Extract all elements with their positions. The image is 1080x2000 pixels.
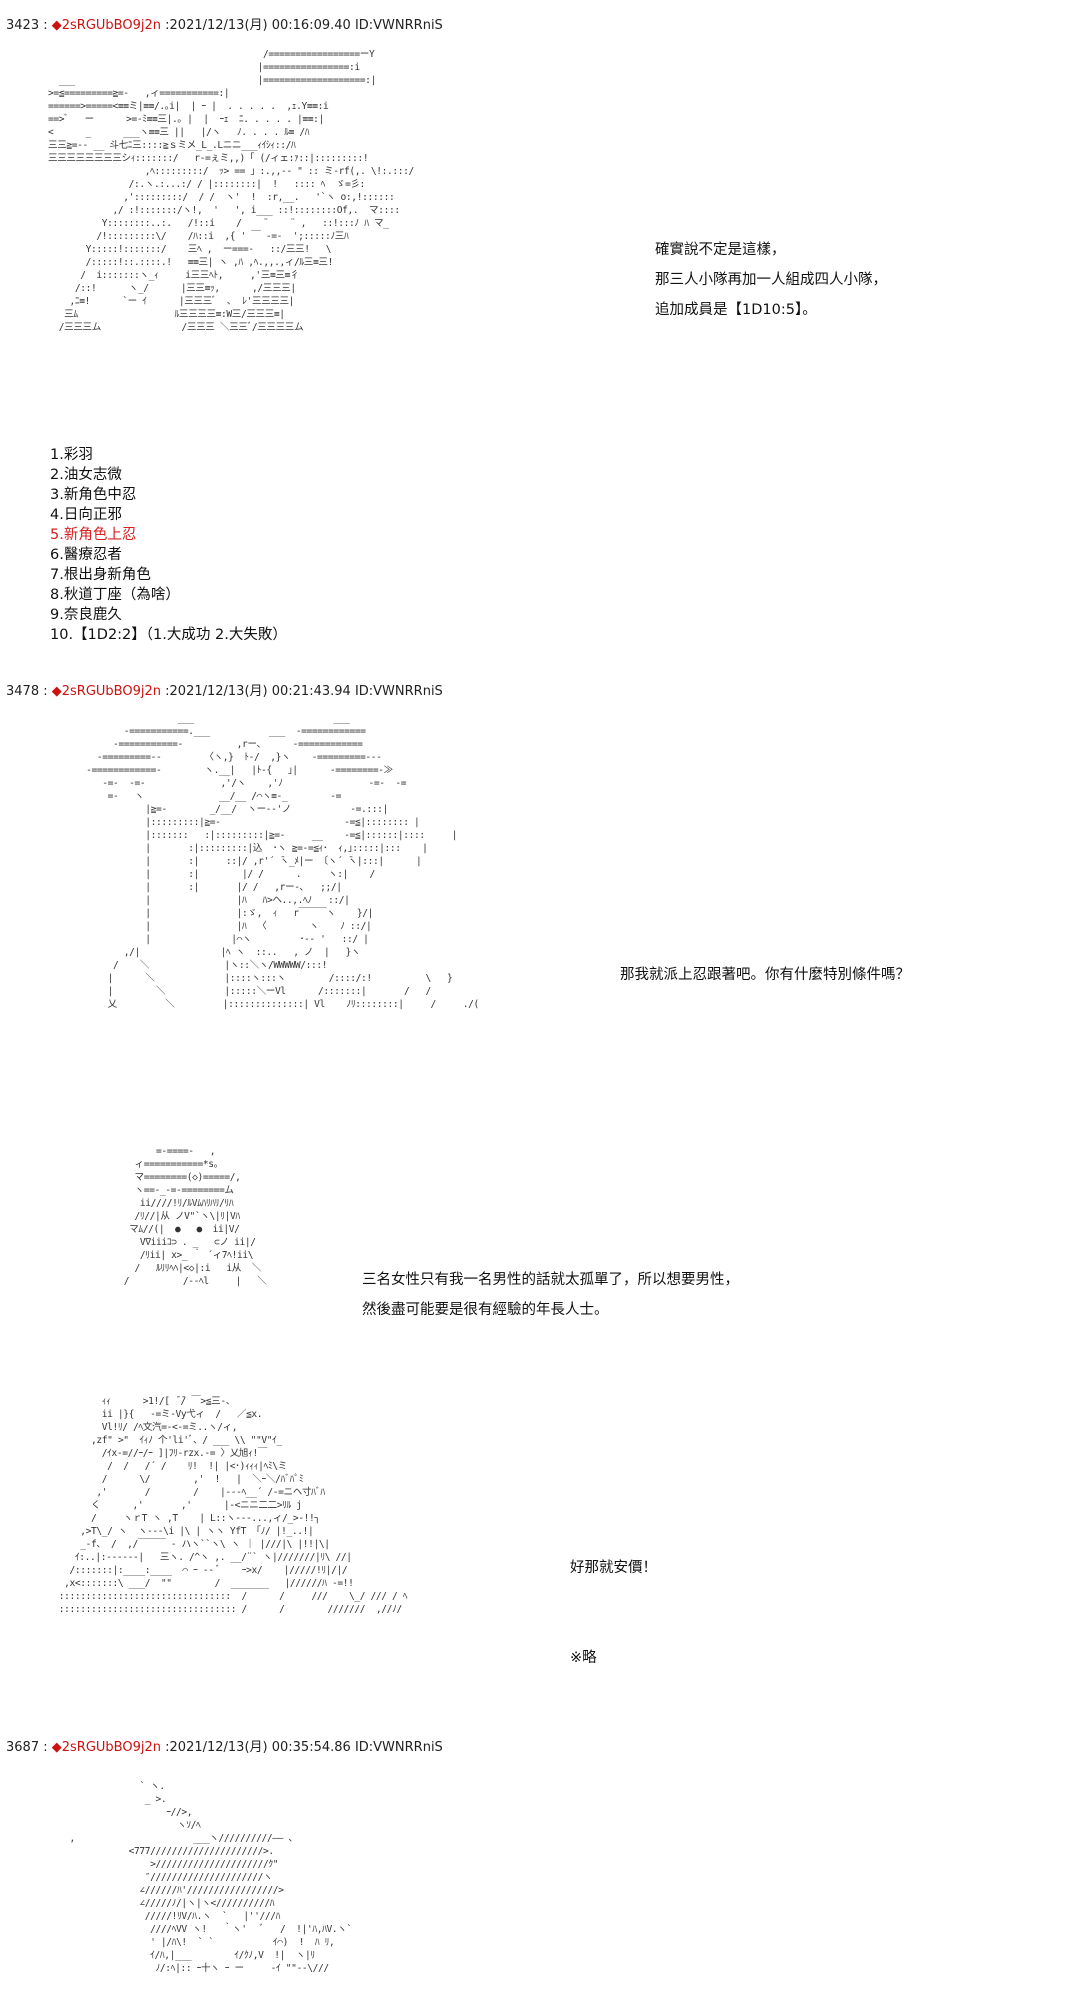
separator: : <box>43 18 48 33</box>
ascii-art-character: /=================ーY |================:i… <box>48 49 414 333</box>
post-date: :2021/12/13(月) 00:16:09.40 <box>165 18 351 33</box>
post-header: 3687 : ◆2sRGUbBO9j2n :2021/12/13(月) 00:3… <box>6 1736 443 1755</box>
list-item: 2.油女志微 <box>50 467 122 483</box>
poster-name[interactable]: 2sRGUbBO9j2n <box>61 18 161 33</box>
candidate-list: 1.彩羽 2.油女志微 3.新角色中忍 4.日向正邪 5.新角色上忍 6.醫療忍… <box>50 445 287 645</box>
poster-id[interactable]: ID:VWNRRniS <box>354 1740 443 1755</box>
list-item: 7.根出身新角色 <box>50 567 151 583</box>
list-item: 6.醫療忍者 <box>50 547 122 563</box>
list-item: 8.秋道丁座（為啥） <box>50 587 180 603</box>
ascii-art-character: ` ヽ. _ >. ｰ//>, ヽｿ/ﾍ , ___ヽ//////////―― … <box>69 1781 353 1974</box>
ascii-art-character: ___ ___ -===========.___ ___ -==========… <box>86 713 479 1010</box>
ascii-art-character: ｨｨ >1!/[ ̄ ̄/ ￣>≦三-、 ii |}{ -=ミ-Vy弋ィ / ／… <box>58 1396 408 1615</box>
list-item: 3.新角色中忍 <box>50 487 137 503</box>
post-number[interactable]: 3423 <box>6 18 40 33</box>
dialogue-line: ※略 <box>570 1650 597 1666</box>
post-date: :2021/12/13(月) 00:35:54.86 <box>165 1740 351 1755</box>
list-item-highlighted: 5.新角色上忍 <box>50 527 137 543</box>
post-number[interactable]: 3478 <box>6 684 40 699</box>
post-number[interactable]: 3687 <box>6 1740 40 1755</box>
dialogue-block: 確實說不定是這樣， 那三人小隊再加一人組成四人小隊， 追加成員是【1D10:5】… <box>655 235 887 325</box>
separator: : <box>43 684 48 699</box>
trip-diamond-icon: ◆ <box>51 18 62 33</box>
trip-diamond-icon: ◆ <box>51 1740 62 1755</box>
list-item: 4.日向正邪 <box>50 507 122 523</box>
dialogue-line: 好那就安價！ <box>570 1560 657 1576</box>
list-item: 1.彩羽 <box>50 447 93 463</box>
dialogue-line: 三名女性只有我一名男性的話就太孤單了，所以想要男性， <box>362 1272 739 1288</box>
poster-id[interactable]: ID:VWNRRniS <box>354 684 443 699</box>
separator: : <box>43 1740 48 1755</box>
list-item: 10.【1D2:2】（1.大成功 2.大失敗） <box>50 627 287 643</box>
dialogue-line: 然後盡可能要是很有經驗的年長人士。 <box>362 1302 609 1318</box>
post-date: :2021/12/13(月) 00:21:43.94 <box>165 684 351 699</box>
dialogue-block: 三名女性只有我一名男性的話就太孤單了，所以想要男性， 然後盡可能要是很有經驗的年… <box>362 1265 739 1325</box>
dialogue-block: ※略 <box>570 1643 597 1673</box>
list-item: 9.奈良鹿久 <box>50 607 122 623</box>
dialogue-block: 那我就派上忍跟著吧。你有什麼特別條件嗎？ <box>620 960 910 990</box>
poster-name[interactable]: 2sRGUbBO9j2n <box>61 684 161 699</box>
post-header: 3423 : ◆2sRGUbBO9j2n :2021/12/13(月) 00:1… <box>6 14 443 33</box>
poster-name[interactable]: 2sRGUbBO9j2n <box>61 1740 161 1755</box>
poster-id[interactable]: ID:VWNRRniS <box>354 18 443 33</box>
dialogue-line: 那三人小隊再加一人組成四人小隊， <box>655 272 887 288</box>
dialogue-line: 那我就派上忍跟著吧。你有什麼特別條件嗎？ <box>620 967 910 983</box>
ascii-art-character: =-====- , ィ===========*s。 マ========(◇)==… <box>123 1146 267 1287</box>
trip-diamond-icon: ◆ <box>51 684 62 699</box>
dialogue-line: 確實說不定是這樣， <box>655 242 786 258</box>
post-header: 3478 : ◆2sRGUbBO9j2n :2021/12/13(月) 00:2… <box>6 680 443 699</box>
dialogue-block: 好那就安價！ <box>570 1553 657 1583</box>
dialogue-line: 追加成員是【1D10:5】。 <box>655 302 817 318</box>
